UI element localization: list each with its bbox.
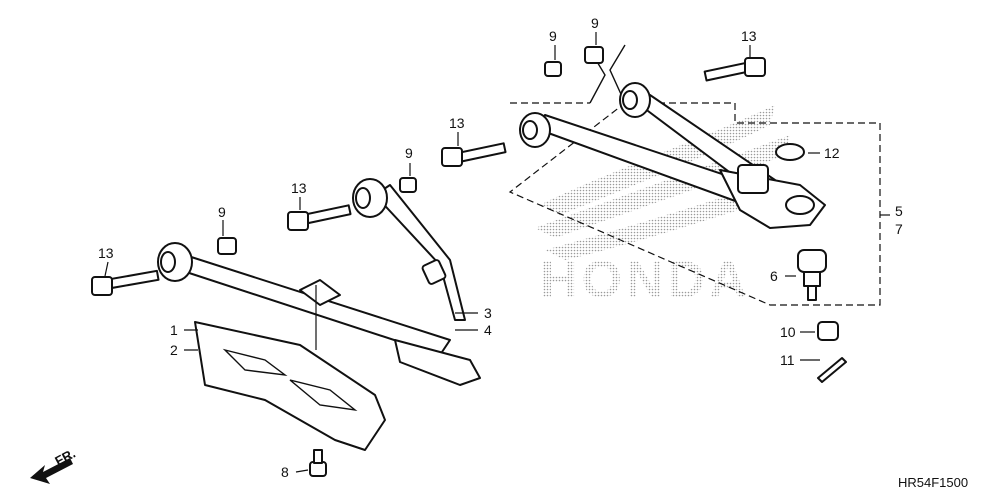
skid-plate xyxy=(194,321,386,451)
cotter-pin-11 xyxy=(817,357,847,383)
bolt-13-right-top xyxy=(703,57,766,82)
callout-9: 9 xyxy=(405,145,413,161)
callout-12: 12 xyxy=(824,145,840,161)
callout-2: 2 xyxy=(170,342,178,358)
callout-1: 1 xyxy=(170,322,178,338)
bolt-13-left-mid xyxy=(287,204,352,231)
bolt-8 xyxy=(309,449,327,477)
nut-9-d xyxy=(217,237,237,255)
circlip-12 xyxy=(775,143,805,161)
assembly-boundary xyxy=(508,102,881,306)
callout-9: 9 xyxy=(549,28,557,44)
callout-11: 11 xyxy=(780,352,795,368)
callout-6: 6 xyxy=(770,268,778,284)
front-direction-arrow-icon xyxy=(30,458,73,484)
callout-13: 13 xyxy=(98,245,114,261)
upper-arm-assembly xyxy=(519,82,826,229)
bolt-13-right-mid xyxy=(441,142,507,167)
ball-joint-6 xyxy=(797,249,827,301)
callout-leaders xyxy=(104,32,890,473)
callout-13: 13 xyxy=(291,180,307,196)
castle-nut-10 xyxy=(817,321,839,341)
callout-9: 9 xyxy=(591,15,599,31)
callout-13: 13 xyxy=(449,115,465,131)
diagram-code: HR54F1500 xyxy=(898,475,968,490)
nut-9-b xyxy=(584,46,604,64)
callout-13: 13 xyxy=(741,28,757,44)
callout-9: 9 xyxy=(218,204,226,220)
lower-arm-assembly xyxy=(157,178,481,386)
nut-9-a xyxy=(544,61,562,77)
callout-4: 4 xyxy=(484,322,492,338)
callout-3: 3 xyxy=(484,305,492,321)
honda-watermark-text: HONDA xyxy=(540,251,751,309)
callout-7: 7 xyxy=(895,221,903,237)
callout-10: 10 xyxy=(780,324,796,340)
nut-9-c xyxy=(399,177,417,193)
callout-8: 8 xyxy=(281,464,289,480)
callout-5: 5 xyxy=(895,203,903,219)
bolt-13-left-low xyxy=(91,269,160,296)
